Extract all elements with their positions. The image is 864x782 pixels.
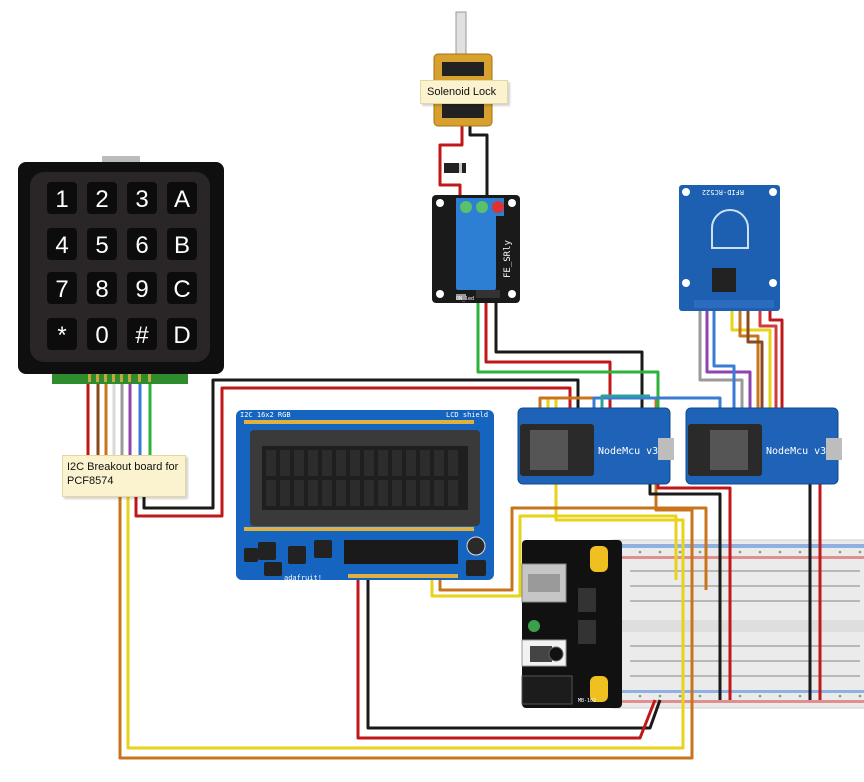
wire-nm-blue <box>592 396 722 410</box>
wire-lcd-orange <box>438 506 708 592</box>
wire-nm1-black <box>648 482 722 700</box>
power-module-label: MB-102 <box>578 698 596 704</box>
key-5: 5 <box>95 232 108 259</box>
wire-solenoid-red <box>438 125 464 208</box>
wire-rfid-red2 <box>758 305 778 410</box>
wire-nm-teal <box>600 394 650 410</box>
key-b: B <box>174 232 190 259</box>
lcd-label-right: LCD shield <box>446 411 488 419</box>
wire-lcd-yellow <box>430 514 678 598</box>
key-a: A <box>174 186 190 213</box>
wire-rfid-brown <box>746 305 764 410</box>
key-0: 0 <box>95 322 108 349</box>
key-9: 9 <box>135 276 148 303</box>
wire-rfid-blue <box>712 305 736 410</box>
relay-on-label: ON_led <box>456 296 474 302</box>
wire-rfid-red <box>768 305 784 410</box>
rfid-reader <box>679 185 780 311</box>
wire-lcd-black <box>366 580 662 730</box>
relay-module <box>432 195 520 303</box>
lcd-shield <box>236 410 494 580</box>
relay-label: FE_SRly <box>503 239 513 278</box>
key-3: 3 <box>135 186 148 213</box>
wire-i2c-red <box>134 386 572 518</box>
wire-rfid-yellow <box>730 305 772 410</box>
i2c-breakout-label: I2C Breakout board for PCF8574 <box>62 455 186 497</box>
wire-nm1-red <box>656 482 732 700</box>
key-2: 2 <box>95 186 108 213</box>
solenoid-lock-label: Solenoid Lock <box>420 80 508 104</box>
breadboard <box>611 539 864 709</box>
wire-solenoid-black <box>468 125 489 208</box>
key-8: 8 <box>95 276 108 303</box>
nodemcu-1-label: NodeMcu v3 <box>598 446 658 457</box>
rfid-label: RFID-RC522 <box>702 188 744 196</box>
keypad-labels: 1 2 3 A 4 5 6 B 7 8 9 C * 0 # D <box>47 182 197 350</box>
wire-relay-black <box>494 300 644 410</box>
wire-i2c-black <box>142 378 580 510</box>
wire-lcd-red <box>356 580 657 740</box>
wire-i2c-orange <box>118 396 694 760</box>
wire-rfid-gray <box>698 305 744 410</box>
key-7: 7 <box>55 276 68 303</box>
key-d: D <box>173 322 190 349</box>
lcd-label-left: I2C 16x2 RGB <box>240 411 291 419</box>
wire-relay-red <box>484 300 612 410</box>
key-star: * <box>57 322 66 349</box>
nodemcu-2-label: NodeMcu v3 <box>766 446 826 457</box>
wires <box>86 125 822 760</box>
key-c: C <box>173 276 190 303</box>
key-4: 4 <box>55 232 68 259</box>
wire-relay-green <box>476 300 660 410</box>
nodemcu-2 <box>685 407 842 485</box>
wire-rfid-purple <box>705 305 752 410</box>
key-hash: # <box>135 322 149 349</box>
key-1: 1 <box>55 186 68 213</box>
power-module <box>521 540 622 708</box>
nodemcu-1 <box>517 407 674 485</box>
adafruit-label: adafruit! <box>284 574 322 582</box>
key-6: 6 <box>135 232 148 259</box>
